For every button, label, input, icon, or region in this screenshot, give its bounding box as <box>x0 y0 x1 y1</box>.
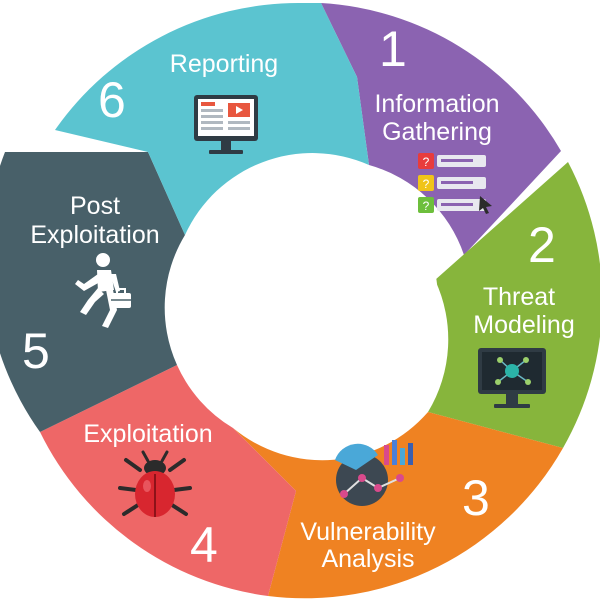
step-3-arrow-shape <box>233 412 563 599</box>
step-1-arrow-shape <box>321 3 561 255</box>
step-5-label-line-1: Post <box>70 192 120 220</box>
step-4-segment: 4 Exploitation <box>40 365 296 596</box>
svg-text:?: ? <box>423 199 430 213</box>
step-1-label-line-2: Gathering <box>382 118 492 146</box>
running-person-briefcase-icon <box>75 253 131 328</box>
network-monitor-icon <box>478 348 546 408</box>
step-1-number: 1 <box>379 21 407 77</box>
step-2-label-line-2: Modeling <box>473 311 574 339</box>
step-3-number: 3 <box>462 470 490 526</box>
step-4-number: 4 <box>190 517 218 573</box>
step-3-label-line-2: Analysis <box>321 545 414 573</box>
step-3-segment: 3 Vulnerability Analysis <box>233 412 563 599</box>
step-2-label-line-1: Threat <box>483 283 555 311</box>
report-monitor-icon <box>194 95 258 154</box>
step-5-number: 5 <box>22 323 50 379</box>
step-2-arrow-shape <box>428 162 600 448</box>
checklist-icon: ? ? ? <box>418 153 492 214</box>
step-4-label: Exploitation <box>83 420 212 448</box>
svg-text:?: ? <box>423 177 430 191</box>
step-6-label: Reporting <box>170 50 278 78</box>
step-2-number: 2 <box>528 217 556 273</box>
step-6-number: 6 <box>98 72 126 128</box>
step-1-label-line-1: Information <box>374 90 499 118</box>
bug-icon <box>118 450 192 517</box>
step-5-arrow-shape <box>0 152 185 432</box>
step-3-label-line-1: Vulnerability <box>300 518 436 546</box>
step-5-segment: 5 Post Exploitation <box>0 152 185 432</box>
step-1-segment: 1 Information Gathering ? ? ? <box>321 3 561 255</box>
center-hole <box>172 167 438 433</box>
step-5-label-line-2: Exploitation <box>30 221 159 249</box>
step-2-segment: 2 Threat Modeling <box>428 162 600 448</box>
svg-text:?: ? <box>423 155 430 169</box>
step-6-segment: 6 Reporting <box>55 2 369 235</box>
analytics-chart-icon <box>335 440 413 506</box>
